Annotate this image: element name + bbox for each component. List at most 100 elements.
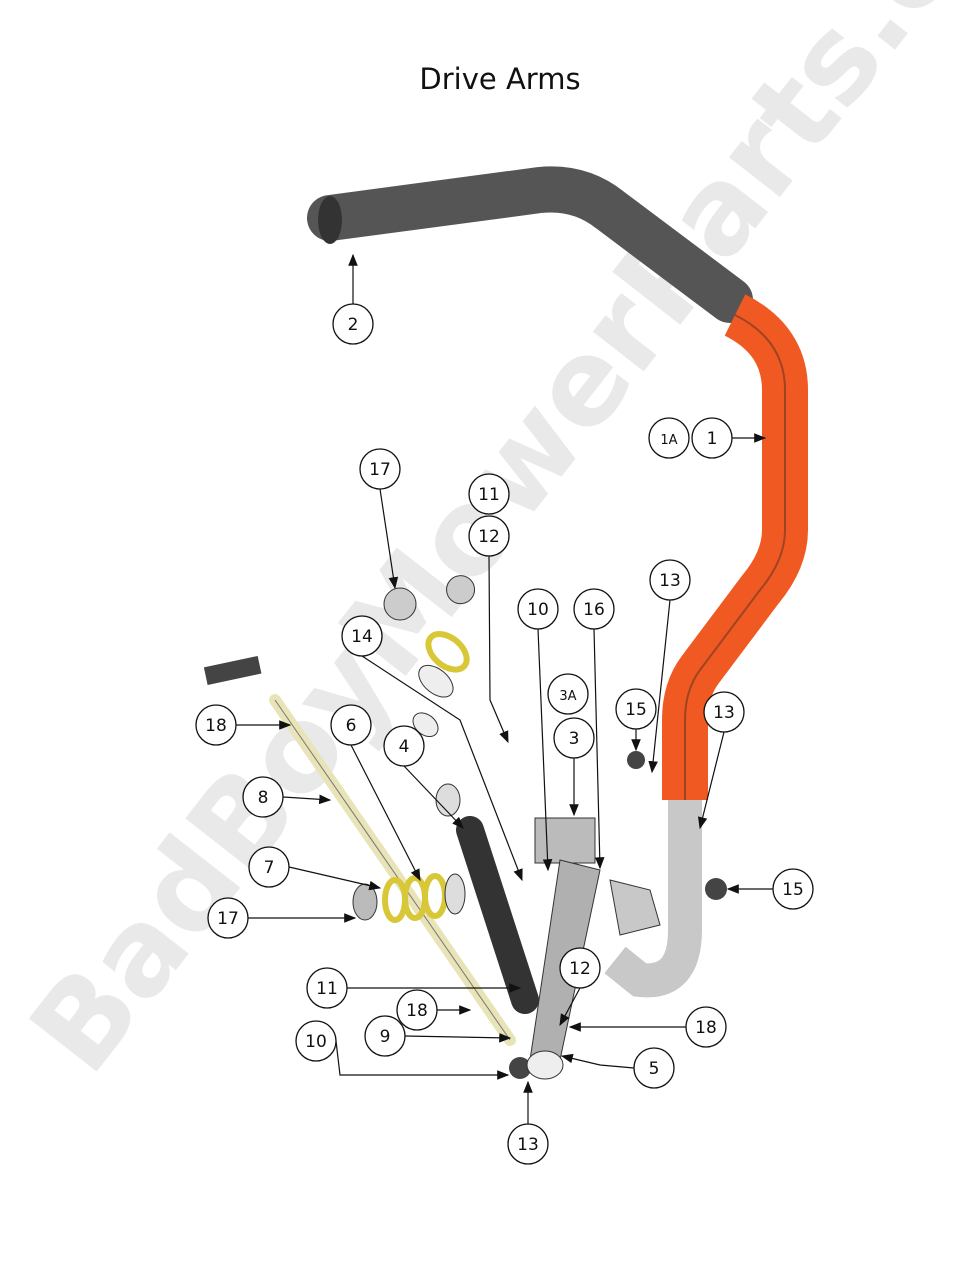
leader-line (593, 628, 605, 870)
callout-label: 18 (205, 716, 227, 736)
callout-15: 15 (615, 688, 657, 730)
callout-circle (547, 673, 589, 715)
callout-circle (468, 473, 510, 515)
callout-circle (468, 515, 510, 557)
callout-circle (691, 417, 733, 459)
callout-label: 13 (713, 703, 735, 723)
callout-circle (615, 688, 657, 730)
callout-label: 2 (348, 315, 359, 335)
callout-2: 2 (332, 303, 374, 345)
callout-circle (332, 303, 374, 345)
callout-circle (341, 615, 383, 657)
leader-line (282, 794, 332, 805)
callout-label: 9 (380, 1027, 391, 1047)
callout-label: 3A (559, 689, 576, 704)
pivot-block (534, 817, 596, 864)
callout-label: 6 (346, 716, 357, 736)
callout-circle (396, 989, 438, 1031)
callout-circle (633, 1047, 675, 1089)
diagram-title: Drive Arms (419, 62, 581, 96)
callout-1A: 1A (648, 417, 690, 459)
callout-label: 18 (406, 1001, 428, 1021)
callout-circle (772, 868, 814, 910)
leader-line (488, 555, 509, 744)
leader-line (403, 765, 464, 829)
callout-5: 5 (633, 1047, 675, 1089)
leader-line (648, 599, 671, 774)
handle-grip (307, 166, 753, 323)
leader-lines (236, 253, 773, 1124)
callout-circle (559, 947, 601, 989)
leader-line (288, 866, 382, 891)
spring-stack-upper (412, 575, 476, 738)
callout-label: 3 (569, 729, 580, 749)
leader-line (404, 1032, 512, 1043)
callout-circle (330, 704, 372, 746)
callout-label: 12 (478, 527, 500, 547)
callout-10: 10 (295, 1020, 337, 1062)
callout-circle (195, 704, 237, 746)
callout-label: 1 (707, 429, 718, 449)
callout-circle (306, 967, 348, 1009)
callout-label: 4 (399, 737, 410, 757)
callout-8: 8 (242, 776, 284, 818)
callout-18: 18 (685, 1006, 727, 1048)
callout-13: 13 (649, 559, 691, 601)
drive-arm (662, 294, 808, 800)
callout-circle (648, 417, 690, 459)
callout-label: 5 (649, 1059, 660, 1079)
callout-17: 17 (359, 448, 401, 490)
grip-end (318, 196, 342, 244)
callout-13: 13 (507, 1123, 549, 1165)
callout-label: 17 (369, 460, 391, 480)
callout-circle (242, 776, 284, 818)
lower-tube (604, 800, 702, 998)
callout-label: 18 (695, 1018, 717, 1038)
callout-label: 10 (527, 600, 549, 620)
callout-label: 15 (625, 700, 647, 720)
callout-11: 11 (468, 473, 510, 515)
leader-line (379, 488, 399, 590)
callout-3A: 3A (547, 673, 589, 715)
callout-1: 1 (691, 417, 733, 459)
callout-18: 18 (396, 989, 438, 1031)
leader-line (537, 628, 553, 872)
callout-16: 16 (573, 588, 615, 630)
callout-3: 3 (553, 717, 595, 759)
callout-17: 17 (207, 897, 249, 939)
callout-label: 1A (660, 433, 677, 448)
callout-circle (383, 725, 425, 767)
callout-label: 10 (305, 1032, 327, 1052)
callout-label: 11 (316, 979, 338, 999)
callout-circle (364, 1015, 406, 1057)
callout-circle (248, 846, 290, 888)
leader-line (361, 655, 523, 882)
callout-label: 13 (517, 1135, 539, 1155)
callout-circle (295, 1020, 337, 1062)
callout-12: 12 (559, 947, 601, 989)
spring-stack-left (352, 873, 466, 923)
callout-circle (685, 1006, 727, 1048)
callout-label: 13 (659, 571, 681, 591)
callout-circle (359, 448, 401, 490)
callout-7: 7 (248, 846, 290, 888)
callout-label: 12 (569, 959, 591, 979)
callout-label: 11 (478, 485, 500, 505)
callout-circle (207, 897, 249, 939)
callout-circle (507, 1123, 549, 1165)
callout-12: 12 (468, 515, 510, 557)
leader-line (697, 731, 725, 830)
leader-line (559, 987, 581, 1027)
callout-18: 18 (195, 704, 237, 746)
callout-6: 6 (330, 704, 372, 746)
leader-line (560, 1053, 635, 1069)
callout-10: 10 (517, 588, 559, 630)
callout-circle (553, 717, 595, 759)
damper (456, 816, 539, 1014)
callout-4: 4 (383, 725, 425, 767)
callout-13: 13 (703, 691, 745, 733)
callout-11: 11 (306, 967, 348, 1009)
callout-label: 8 (258, 788, 269, 808)
